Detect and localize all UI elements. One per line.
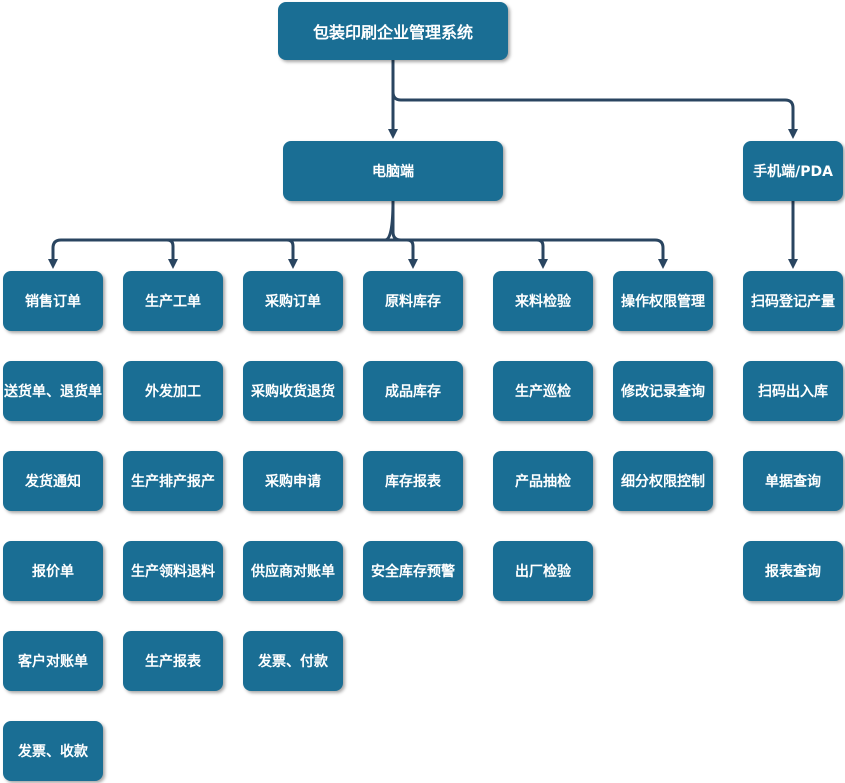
leaf-node-pc-4-3: 出厂检验	[493, 541, 593, 601]
connector-pc-trunk-right	[391, 201, 402, 242]
leaf-node-pc-1-1: 外发加工	[123, 361, 223, 421]
leaf-node-pc-2-4: 发票、付款	[243, 631, 343, 691]
leaf-node-pc-1-3: 生产领料退料	[123, 541, 223, 601]
leaf-node-pc-2-0: 采购订单	[243, 271, 343, 331]
leaf-node-pc-3-2: 库存报表	[363, 451, 463, 511]
connector-pc-col-1	[166, 238, 178, 269]
leaf-node-pc-2-3: 供应商对账单	[243, 541, 343, 601]
connector-root-mobile	[391, 91, 798, 139]
leaf-node-pc-0-3: 报价单	[3, 541, 103, 601]
leaf-node-pc-4-0: 来料检验	[493, 271, 593, 331]
leaf-node-mobile-2: 单据查询	[743, 451, 843, 511]
connector-pc-col-3	[406, 238, 418, 269]
leaf-node-pc-1-2: 生产排产报产	[123, 451, 223, 511]
leaf-node-pc-1-0: 生产工单	[123, 271, 223, 331]
leaf-node-pc-5-0: 操作权限管理	[613, 271, 713, 331]
leaf-node-mobile-0: 扫码登记产量	[743, 271, 843, 331]
leaf-node-pc-3-3: 安全库存预警	[363, 541, 463, 601]
leaf-node-pc-4-1: 生产巡检	[493, 361, 593, 421]
leaf-node-pc-2-2: 采购申请	[243, 451, 343, 511]
connector-pc-col-2	[286, 238, 298, 269]
connector-pc-col-5	[654, 238, 668, 269]
leaf-node-pc-4-2: 产品抽检	[493, 451, 593, 511]
leaf-node-mobile-3: 报表查询	[743, 541, 843, 601]
leaf-node-pc-0-2: 发货通知	[3, 451, 103, 511]
category-node-pc: 电脑端	[283, 141, 503, 201]
category-node-mobile: 手机端/PDA	[743, 141, 843, 201]
leaf-node-pc-5-2: 细分权限控制	[613, 451, 713, 511]
leaf-node-pc-1-4: 生产报表	[123, 631, 223, 691]
connector-pc-col-0	[48, 238, 62, 269]
leaf-node-pc-0-1: 送货单、退货单	[3, 361, 103, 421]
leaf-node-pc-5-1: 修改记录查询	[613, 361, 713, 421]
leaf-node-pc-0-4: 客户对账单	[3, 631, 103, 691]
leaf-node-pc-0-0: 销售订单	[3, 271, 103, 331]
root-node: 包装印刷企业管理系统	[278, 2, 508, 60]
leaf-node-pc-3-0: 原料库存	[363, 271, 463, 331]
leaf-node-pc-3-1: 成品库存	[363, 361, 463, 421]
connector-pc-col-4	[536, 238, 548, 269]
leaf-node-pc-0-5: 发票、收款	[3, 721, 103, 781]
leaf-node-mobile-1: 扫码出入库	[743, 361, 843, 421]
leaf-node-pc-2-1: 采购收货退货	[243, 361, 343, 421]
